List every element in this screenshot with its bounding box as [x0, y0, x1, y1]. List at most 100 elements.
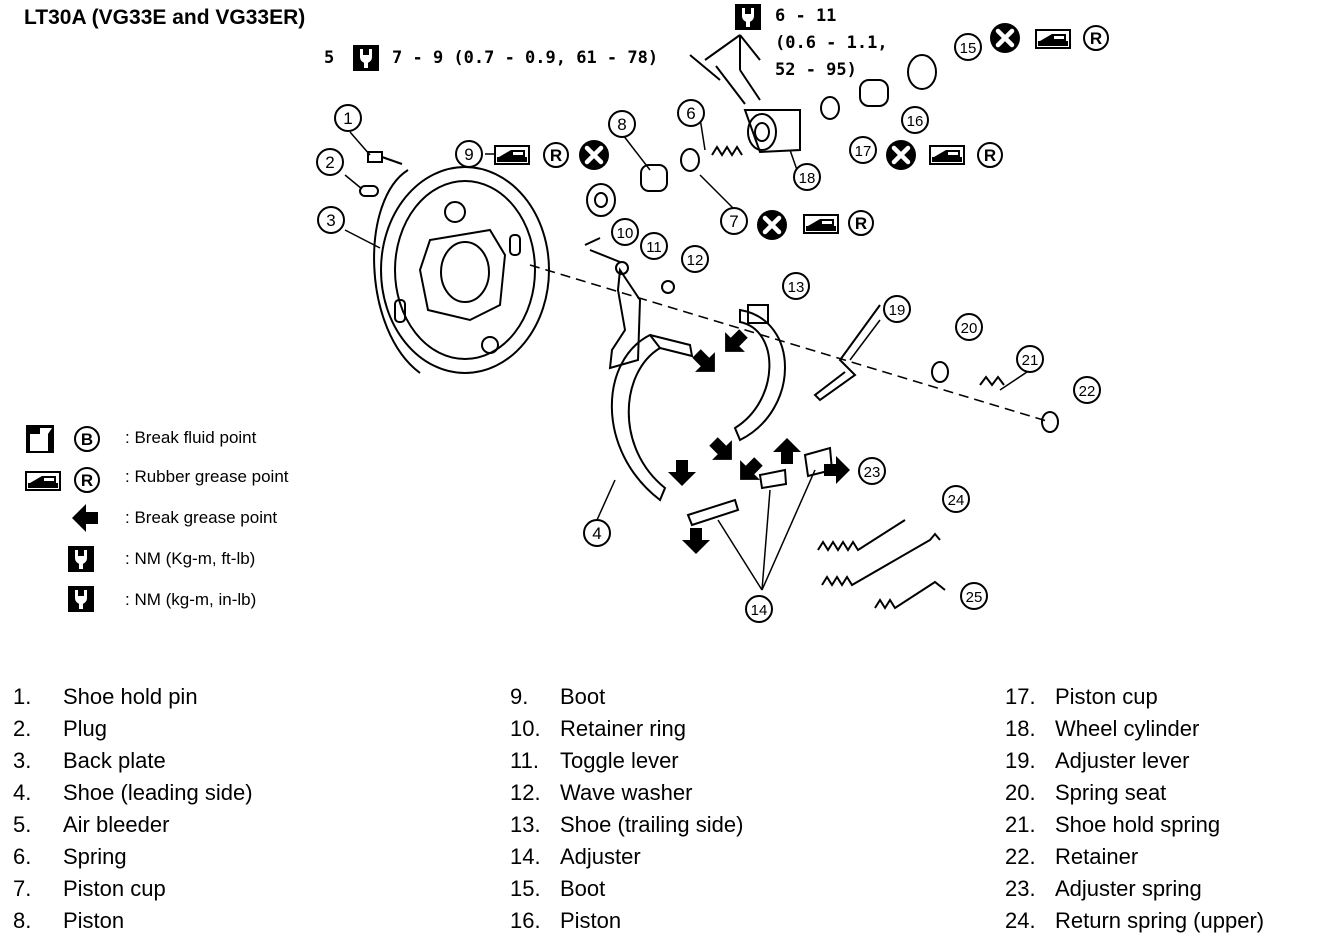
part-name: Piston cup — [1055, 684, 1158, 709]
part-name: Shoe (leading side) — [63, 780, 253, 805]
parts-list-item: 10.Retainer ring — [510, 713, 743, 745]
torque-cylinder-line2: (0.6 - 1.1, — [775, 33, 888, 53]
parts-list-item: 6.Spring — [13, 841, 253, 873]
legend-torque-in-lb: : NM (kg-m, in-lb) — [125, 590, 257, 609]
parts-list-item: 13. Shoe (trailing side) — [510, 809, 743, 841]
part-name: Adjuster lever — [1055, 748, 1190, 773]
parts-list-item: 20.Spring seat — [1005, 777, 1264, 809]
adjuster-drawing — [686, 304, 881, 527]
parts-list-item: 2.Plug — [13, 713, 253, 745]
part-number: 16. — [510, 908, 541, 933]
part-name: Shoe (trailing side) — [560, 812, 744, 837]
part-number: 15. — [510, 876, 541, 901]
pin-plug-drawing — [359, 151, 403, 197]
hold-parts-drawing — [931, 361, 1059, 433]
callout-4: 4 — [583, 519, 611, 547]
part-number: 13. — [510, 812, 541, 837]
callout-3: 3 — [317, 206, 345, 234]
parts-list-item: 11.Toggle lever — [510, 745, 743, 777]
svg-text:8: 8 — [617, 115, 626, 134]
return-springs-drawing — [817, 519, 946, 610]
svg-text:15: 15 — [960, 40, 977, 57]
part-name: Boot — [560, 876, 606, 901]
part-number: 7. — [13, 876, 32, 901]
callout-8: 8 — [608, 110, 636, 138]
svg-text:20: 20 — [961, 320, 978, 337]
part-name: Piston — [63, 908, 125, 933]
part-number: 23. — [1005, 876, 1036, 901]
callout-18: 18 — [793, 163, 821, 191]
callout-13: 13 — [782, 272, 810, 300]
leader-lines — [344, 117, 1031, 591]
part-number: 21. — [1005, 812, 1036, 837]
legend-brake-fluid: : Break fluid point — [125, 428, 257, 447]
parts-list-item: 15. Boot — [510, 873, 743, 905]
svg-text:R: R — [1090, 29, 1102, 48]
parts-list-item: 5.Air bleeder — [13, 809, 253, 841]
diagram-title: LT30A (VG33E and VG33ER) — [24, 6, 306, 29]
callout-23: 23 — [858, 457, 886, 485]
svg-text:9: 9 — [464, 145, 473, 164]
rubber-grease-letter-icon: R — [1083, 25, 1109, 51]
part-name: Adjuster spring — [1055, 876, 1202, 901]
rubber-grease-letter-icon: R — [848, 210, 874, 236]
parts-list-item: 16.Piston — [510, 905, 743, 937]
callout-12: 12 — [681, 245, 709, 273]
part-number: 24. — [1005, 908, 1036, 933]
part-name: Wheel cylinder — [1055, 716, 1200, 741]
torque-cylinder-line1: 6 - 11 — [775, 6, 837, 26]
wheel-cylinder-drawing — [689, 34, 801, 154]
callout-16: 16 — [901, 106, 929, 134]
torque-bleeder-value: 7 - 9 (0.7 - 0.9, 61 - 78) — [392, 48, 659, 68]
brake-shoes-drawing — [610, 304, 786, 502]
parts-list-item: 3.Back plate — [13, 745, 253, 777]
parts-list-item: 8.Piston — [13, 905, 253, 937]
part-number: 10. — [510, 716, 541, 741]
axis-dashed-line — [529, 264, 1051, 423]
part-number: 6. — [13, 844, 32, 869]
part-number: 12. — [510, 780, 541, 805]
svg-text:2: 2 — [325, 153, 334, 172]
part-name: Piston cup — [63, 876, 166, 901]
callout-24: 24 — [942, 485, 970, 513]
part-number: 18. — [1005, 716, 1036, 741]
torque-bleeder-prefix: 5 — [324, 48, 335, 68]
legend-brake-grease: : Break grease point — [125, 508, 278, 527]
toggle-lever-drawing — [584, 237, 675, 370]
parts-list-item: 1.Shoe hold pin — [13, 681, 253, 713]
rubber-grease-letter-icon: R — [977, 142, 1003, 168]
rubber-grease-letter-icon: R — [543, 142, 569, 168]
parts-list-item: 24.Return spring (upper) — [1005, 905, 1264, 937]
back-plate-drawing — [373, 166, 550, 374]
svg-text:19: 19 — [889, 302, 906, 319]
parts-list-item: 4.Shoe (leading side) — [13, 777, 253, 809]
part-name: Wave washer — [560, 780, 693, 805]
part-number: 3. — [13, 748, 32, 773]
exploded-brake-diagram: 1234678910111213141516171819202122232425… — [25, 4, 1109, 623]
svg-text:21: 21 — [1022, 352, 1039, 369]
svg-text:6: 6 — [686, 104, 695, 123]
svg-text:18: 18 — [799, 170, 816, 187]
svg-text:4: 4 — [592, 524, 601, 543]
part-name: Plug — [63, 716, 108, 741]
svg-text:R: R — [855, 214, 867, 233]
part-name: Retainer — [1055, 844, 1139, 869]
part-number: 14. — [510, 844, 541, 869]
callout-22: 22 — [1073, 376, 1101, 404]
svg-text:25: 25 — [966, 589, 983, 606]
parts-list-item: 17. Piston cup — [1005, 681, 1264, 713]
svg-text:1: 1 — [343, 109, 352, 128]
svg-text:R: R — [81, 471, 93, 490]
callout-19: 19 — [883, 295, 911, 323]
svg-text:11: 11 — [646, 239, 662, 256]
parts-list-item: 18. Wheel cylinder — [1005, 713, 1264, 745]
svg-text:17: 17 — [855, 143, 872, 160]
part-name: Spring seat — [1055, 780, 1167, 805]
spring-6-drawing — [711, 145, 743, 157]
parts-list-item: 7. Piston cup — [13, 873, 253, 905]
part-name: Boot — [560, 684, 606, 709]
part-number: 17. — [1005, 684, 1036, 709]
part-number: 22. — [1005, 844, 1036, 869]
